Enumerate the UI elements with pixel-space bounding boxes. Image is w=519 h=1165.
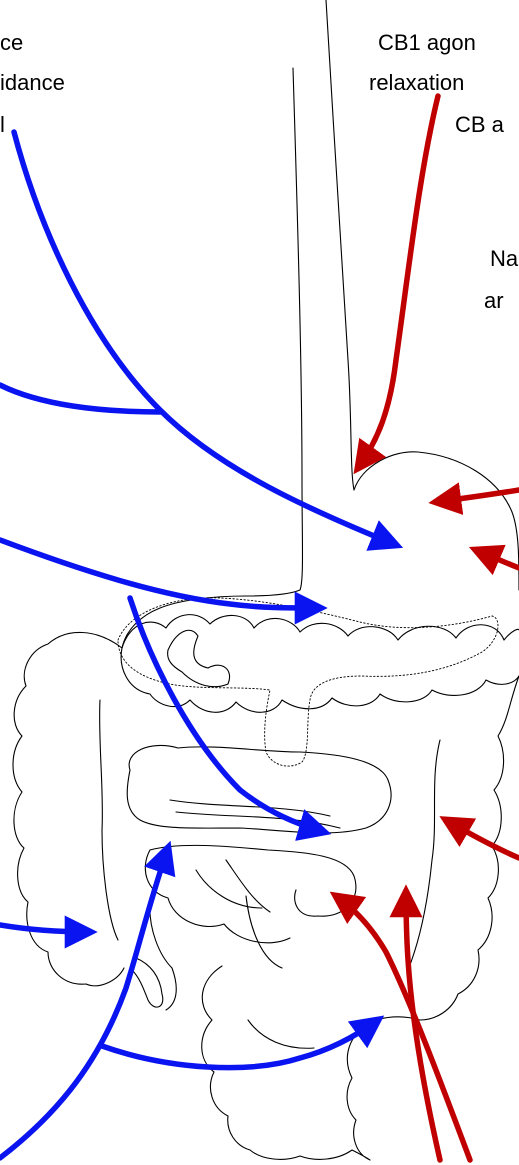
red-arrow-bottom-2 [406, 892, 440, 1160]
blue-arrow-lower-left [0, 925, 90, 932]
blue-arrow-branch-left [0, 385, 160, 412]
red-arrows [336, 96, 519, 1160]
red-arrow-stomach-2 [476, 550, 519, 568]
pancreas-dotted [118, 598, 498, 766]
sigmoid-colon [202, 966, 420, 1160]
blue-arrow-top [14, 132, 396, 545]
blue-arrows [0, 132, 396, 1158]
red-arrow-top [358, 96, 438, 468]
red-arrow-colon [446, 820, 519, 858]
blue-arrow-bottom [0, 848, 168, 1158]
transverse-colon [121, 615, 519, 713]
blue-arrow-diagonal [130, 598, 324, 832]
stomach-flap [168, 630, 230, 686]
blue-arrow-bottom-branch [102, 1020, 378, 1068]
small-intestine [127, 745, 391, 1010]
anatomy-outline [13, 0, 519, 1160]
esophagus [246, 0, 354, 596]
stomach [122, 452, 519, 648]
appendix [132, 958, 163, 1007]
blue-arrow-middle [0, 540, 320, 608]
